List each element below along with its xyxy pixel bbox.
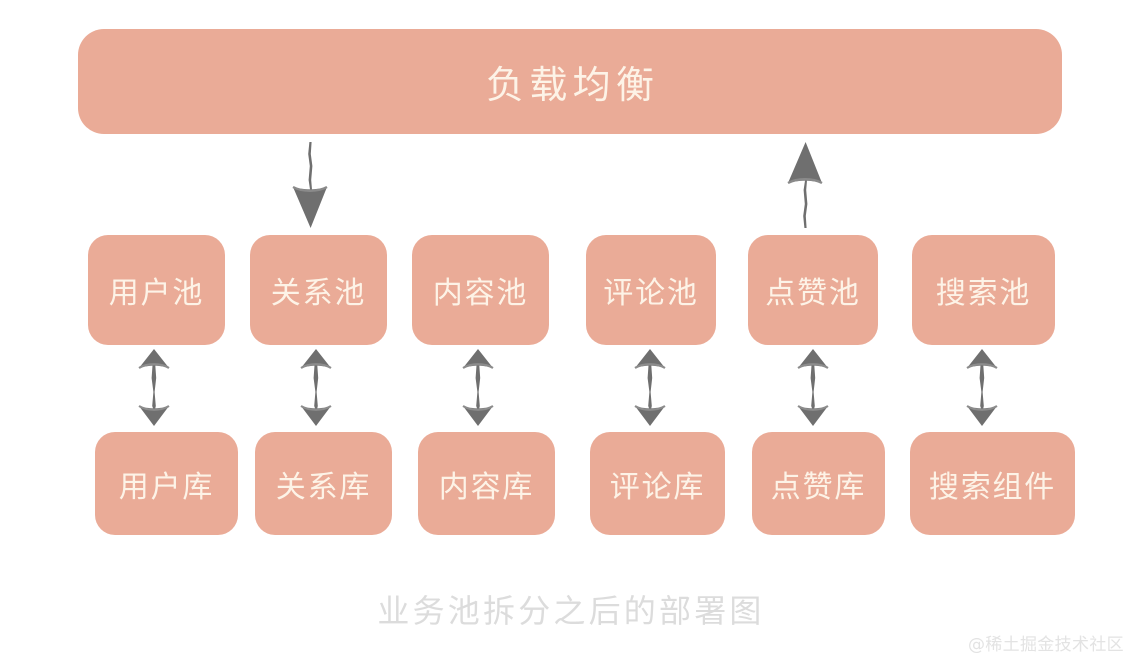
pool-box-content[interactable]: 内容池 <box>412 235 549 345</box>
diagram-caption: 业务池拆分之后的部署图 <box>377 592 765 630</box>
arrow-pool-store-link <box>296 348 336 428</box>
load-balancer-box[interactable]: 负载均衡 <box>78 29 1062 134</box>
pool-label: 评论池 <box>603 276 699 311</box>
pool-label: 搜索池 <box>935 276 1032 311</box>
pool-label: 内容池 <box>432 276 529 311</box>
arrow-pool-store-link <box>962 348 1002 428</box>
pool-box-comment[interactable]: 评论池 <box>586 235 716 345</box>
store-box-content-db[interactable]: 内容库 <box>418 432 555 535</box>
arrow-pool-store-link <box>134 348 174 428</box>
store-label: 搜索组件 <box>928 469 1057 505</box>
pool-label: 点赞池 <box>765 276 861 311</box>
arrow-pool-store-link <box>458 348 498 428</box>
pool-label: 关系池 <box>270 276 367 311</box>
arrow-loadbalancer-to-pool-down <box>288 140 332 230</box>
store-label: 关系库 <box>275 469 372 505</box>
store-label: 内容库 <box>438 469 535 505</box>
arrow-pool-store-link <box>793 348 833 428</box>
load-balancer-label: 负载均衡 <box>486 63 660 107</box>
pool-box-like[interactable]: 点赞池 <box>748 235 878 345</box>
store-label: 评论库 <box>609 469 706 505</box>
arrow-pool-store-link <box>630 348 670 428</box>
store-box-like-db[interactable]: 点赞库 <box>752 432 885 535</box>
store-label: 用户库 <box>118 469 215 505</box>
store-box-user-db[interactable]: 用户库 <box>95 432 238 535</box>
arrow-pool-to-loadbalancer-up <box>783 140 827 230</box>
pool-label: 用户池 <box>108 276 205 311</box>
store-label: 点赞库 <box>770 469 867 505</box>
pool-box-search[interactable]: 搜索池 <box>912 235 1055 345</box>
pool-box-user[interactable]: 用户池 <box>88 235 225 345</box>
watermark: @稀土掘金技术社区 <box>967 635 1124 655</box>
store-box-relation-db[interactable]: 关系库 <box>255 432 392 535</box>
store-box-comment-db[interactable]: 评论库 <box>590 432 725 535</box>
store-box-search-component[interactable]: 搜索组件 <box>910 432 1075 535</box>
pool-box-relation[interactable]: 关系池 <box>250 235 387 345</box>
